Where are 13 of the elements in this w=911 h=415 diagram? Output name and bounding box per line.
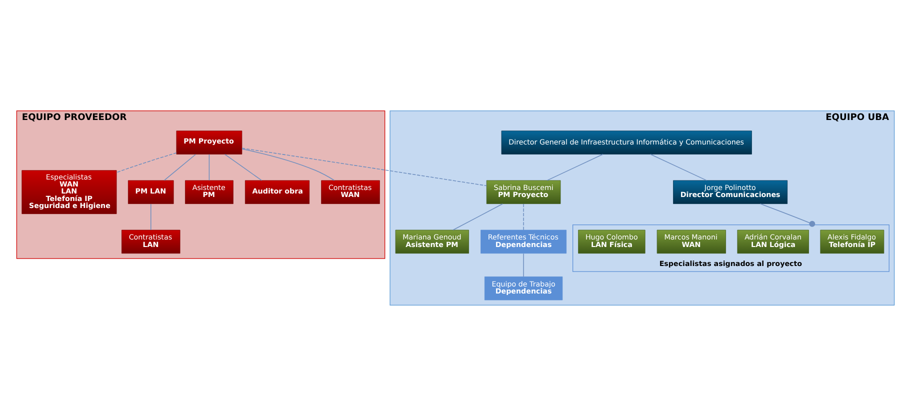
connector xyxy=(116,152,177,172)
connector xyxy=(164,154,196,180)
connector xyxy=(242,147,487,186)
connector xyxy=(546,153,604,180)
connector xyxy=(650,153,708,180)
connector xyxy=(208,154,210,180)
connector xyxy=(224,153,262,180)
connector xyxy=(452,202,503,230)
connector xyxy=(760,202,816,226)
connector xyxy=(523,252,524,277)
connector xyxy=(523,203,524,230)
connector xyxy=(150,203,152,230)
connector xyxy=(242,148,335,180)
